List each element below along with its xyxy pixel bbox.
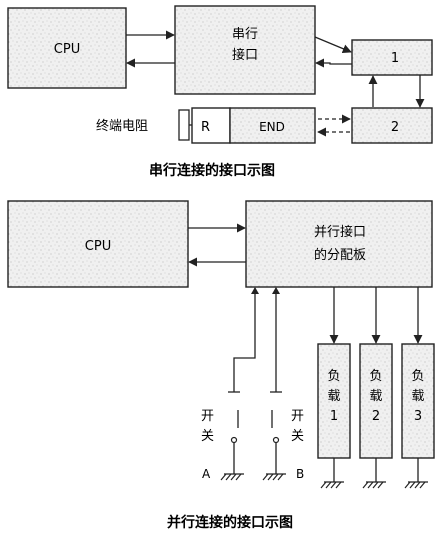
load-2-ground-icon [362, 481, 386, 489]
load-1-ground-icon [320, 481, 344, 489]
ground-a-label: A [202, 467, 211, 481]
serial-device-1-label: 1 [391, 51, 399, 66]
serial-caption: 串行连接的接口示图 [149, 162, 275, 179]
serial-device1-to-interface-arrow [315, 58, 352, 68]
load-1-box [317, 343, 351, 459]
load-3-ground-icon [404, 481, 428, 489]
serial-end-label: END [259, 120, 285, 134]
terminator-resistor-symbol [178, 109, 190, 141]
parallel-board-label-2: 的分配板 [314, 247, 366, 263]
serial-device-1-box [351, 39, 433, 76]
parallel-caption: 并行连接的接口示图 [167, 514, 293, 531]
serial-cpu-label: CPU [54, 42, 80, 57]
serial-interface-label-1: 串行 [232, 27, 258, 42]
serial-interface-to-device1-arrow [314, 36, 352, 54]
load-3-label-2: 载 [411, 389, 424, 404]
serial-device-2-label: 2 [391, 120, 399, 135]
load-1-label-1: 负 [327, 369, 340, 384]
switch-b-label-2: 关 [291, 429, 304, 444]
switch-a-label-1: 开 [201, 409, 214, 424]
serial-resistor-label: R [201, 120, 210, 135]
load-1-label-3: 1 [330, 409, 338, 424]
load-3: 负 载 3 [401, 287, 435, 489]
load-2-label-3: 2 [372, 409, 380, 424]
ground-a-icon [220, 473, 244, 481]
load-3-label-1: 负 [411, 369, 424, 384]
serial-device-2-box [351, 107, 433, 144]
serial-interface-box [174, 5, 316, 95]
load-1-label-2: 载 [327, 389, 340, 404]
serial-interface-label-2: 接口 [232, 47, 258, 63]
load-3-box [401, 343, 435, 459]
serial-terminator-label: 终端电阻 [96, 118, 148, 134]
serial-resistor-box [191, 107, 231, 144]
load-2-box [359, 343, 393, 459]
switch-b-label-1: 开 [291, 409, 304, 424]
switch-a-node [230, 436, 238, 444]
switch-a-label-2: 关 [201, 429, 214, 444]
parallel-board-label-1: 并行接口 [314, 224, 366, 240]
load-1: 负 载 1 [317, 287, 351, 489]
serial-cpu-box [7, 7, 127, 89]
serial-end-box [229, 107, 316, 144]
load-2-label-1: 负 [369, 369, 382, 384]
load-2-label-2: 载 [369, 389, 382, 404]
parallel-cpu-label: CPU [85, 239, 111, 254]
load-2: 负 载 2 [359, 287, 393, 489]
parallel-cpu-box [7, 200, 189, 288]
switch-a-wire [233, 288, 256, 392]
parallel-board-box [245, 200, 433, 288]
ground-b-label: B [296, 467, 304, 481]
ground-b-icon [262, 473, 286, 481]
load-3-label-3: 3 [414, 409, 422, 424]
switch-b-node [272, 436, 280, 444]
